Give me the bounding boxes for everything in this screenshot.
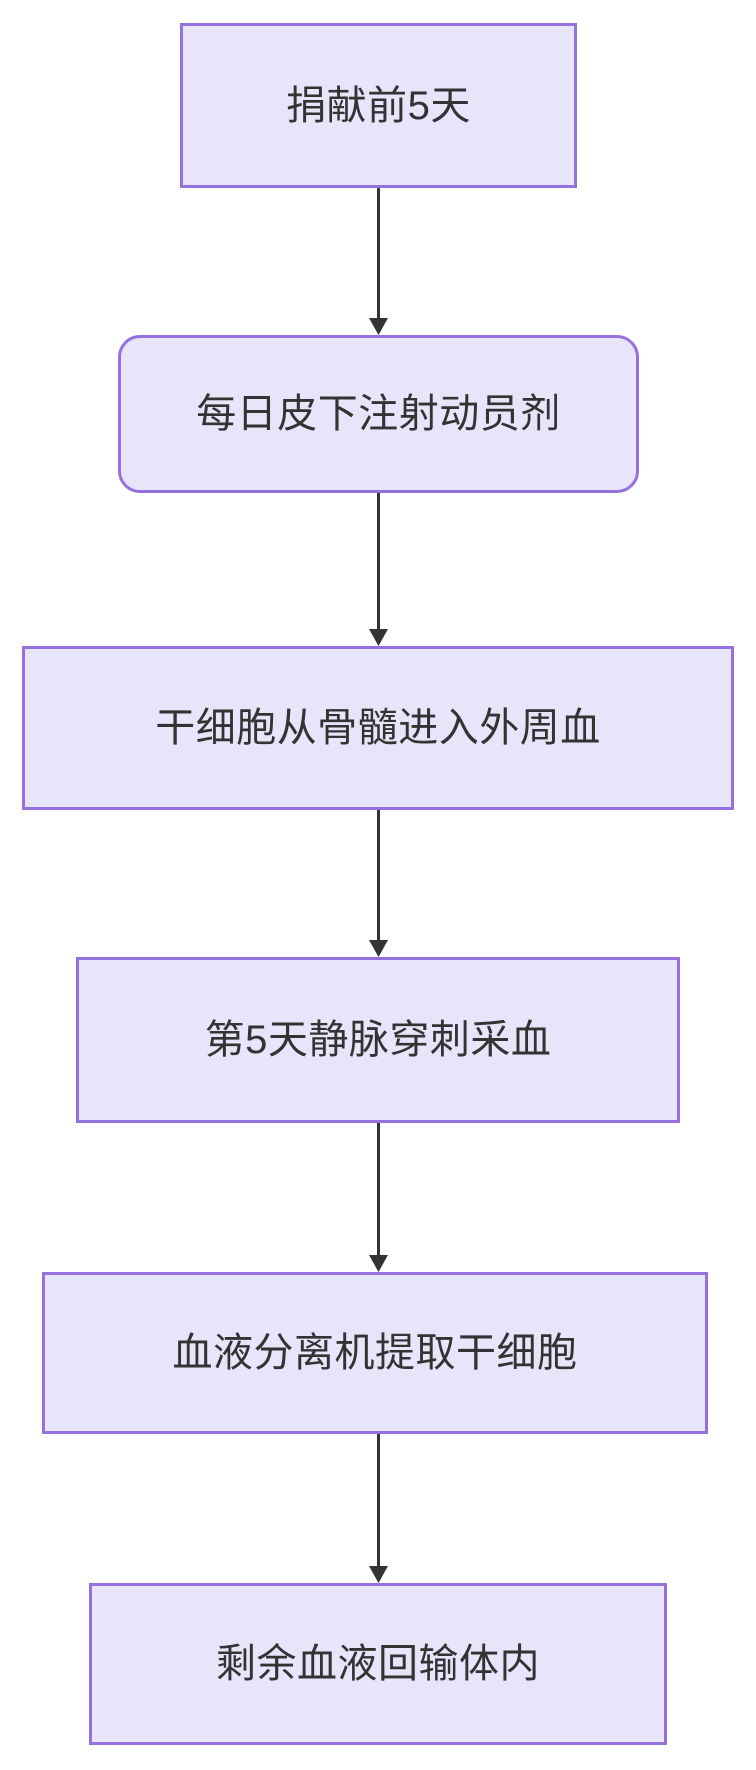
- flow-node-n6[interactable]: 剩余血液回输体内: [89, 1583, 667, 1745]
- flow-node-label: 剩余血液回输体内: [216, 1642, 540, 1686]
- flow-node-n5[interactable]: 血液分离机提取干细胞: [42, 1272, 708, 1434]
- flow-arrow-1: [368, 188, 388, 335]
- flow-arrow-5: [368, 1434, 388, 1583]
- flow-node-label: 干细胞从骨髓进入外周血: [155, 706, 601, 750]
- flow-node-label: 血液分离机提取干细胞: [172, 1331, 578, 1375]
- flow-node-n1[interactable]: 捐献前5天: [180, 23, 577, 188]
- flow-node-n4[interactable]: 第5天静脉穿刺采血: [76, 957, 680, 1123]
- flow-node-label: 捐献前5天: [286, 83, 471, 128]
- flow-node-n3[interactable]: 干细胞从骨髓进入外周血: [22, 646, 734, 810]
- flow-node-n2[interactable]: 每日皮下注射动员剂: [118, 335, 639, 493]
- flow-arrow-2: [368, 493, 388, 646]
- flow-node-label: 每日皮下注射动员剂: [196, 392, 561, 436]
- flow-arrow-3: [368, 810, 388, 957]
- flow-arrow-4: [368, 1123, 388, 1272]
- flow-node-label: 第5天静脉穿刺采血: [204, 1018, 552, 1062]
